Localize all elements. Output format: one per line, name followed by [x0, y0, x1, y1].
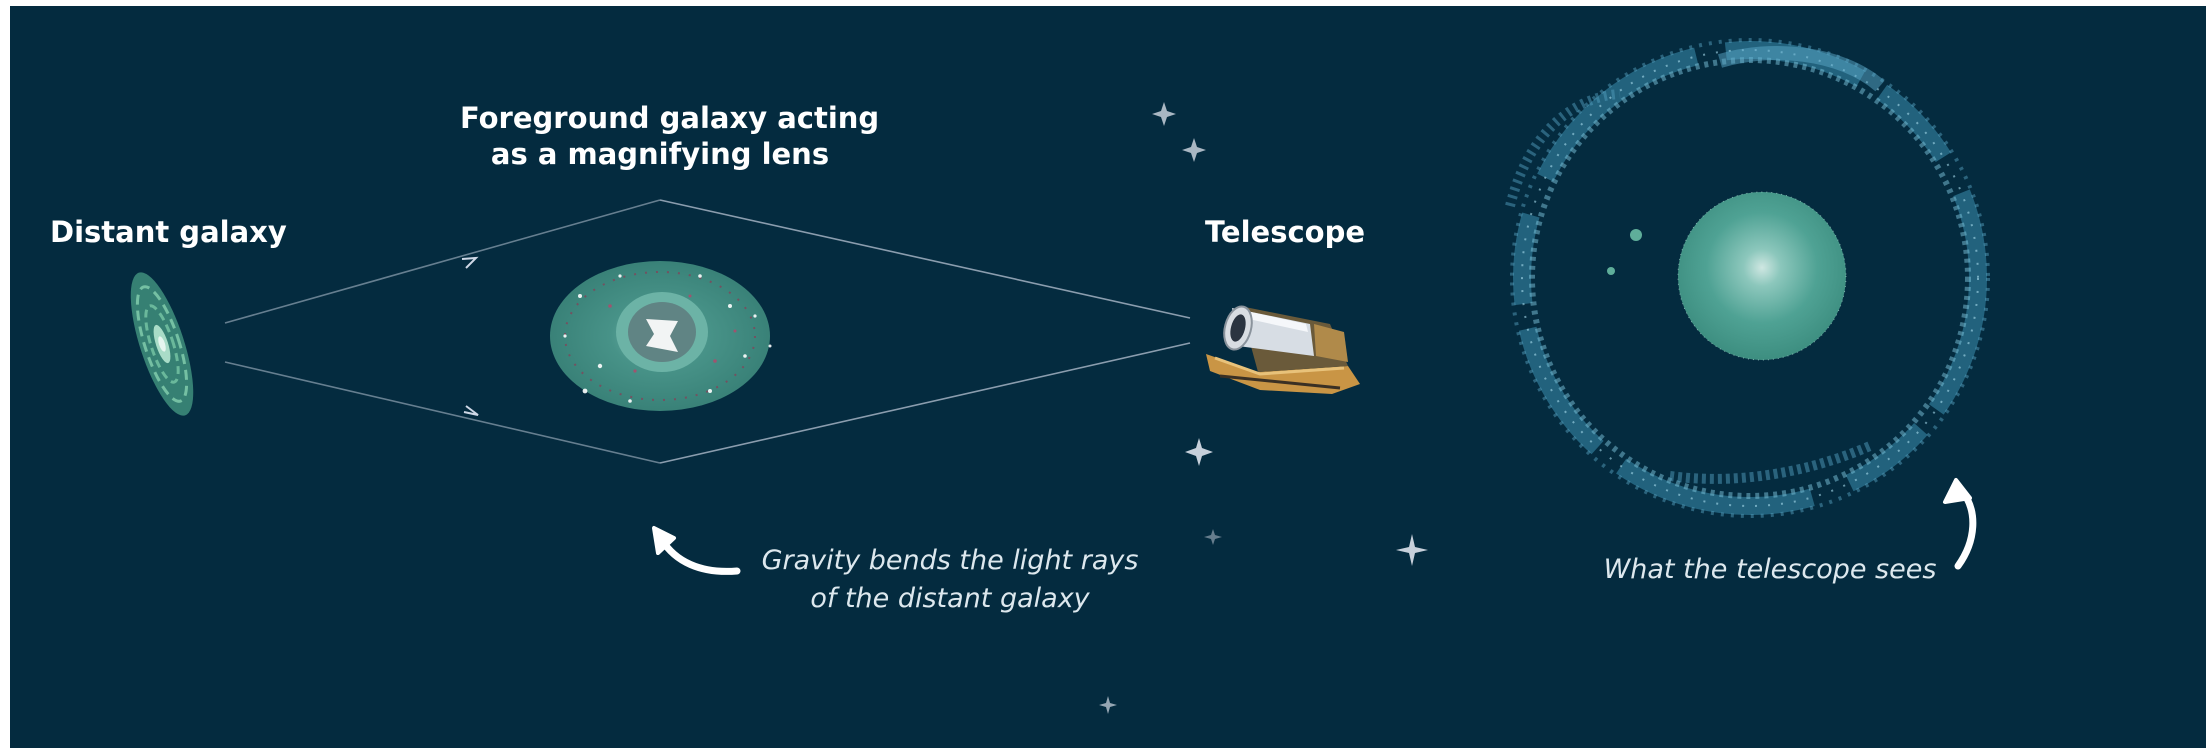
lens-label-line1: Foreground galaxy acting	[460, 101, 880, 135]
star-sparkle-icon	[1182, 138, 1206, 162]
star-sparkle-icon	[1185, 438, 1213, 466]
lens-label: Foreground galaxy acting as a magnifying…	[460, 100, 880, 172]
ray-lower-incoming	[224, 361, 661, 464]
star-sparkle-icon	[1099, 696, 1117, 714]
star-sparkle-icon	[1396, 534, 1428, 566]
curved-arrow-icon	[1943, 478, 1972, 504]
ray-arrow-lower	[463, 405, 479, 416]
lens-label-line2: as a magnifying lens	[490, 137, 830, 171]
telescope-sees-caption: What the telescope sees	[1603, 554, 1937, 585]
telescope-label: Telescope	[1205, 215, 1366, 249]
distant-galaxy-label: Distant galaxy	[50, 215, 287, 249]
spiral-galaxy-icon	[130, 272, 194, 416]
star-sparkles	[1099, 102, 1428, 714]
telescope-icon	[1206, 305, 1360, 394]
light-rays	[224, 199, 1191, 464]
lens-galaxy-icon	[550, 261, 772, 411]
einstein-ring-icon	[1505, 38, 1990, 518]
star-sparkle-icon	[1204, 529, 1222, 545]
diagram-canvas: Distant galaxy Foreground galaxy acting …	[10, 6, 2206, 748]
curved-arrow-icon	[1954, 487, 1977, 570]
ray-upper-incoming	[224, 199, 661, 324]
curved-arrow-icon	[652, 526, 676, 555]
diagram-graphics	[130, 38, 1990, 714]
ray-lower-outgoing	[659, 342, 1191, 464]
gravity-caption-line1: Gravity bends the light rays	[761, 545, 1139, 576]
ray-upper-outgoing	[659, 199, 1191, 319]
star-sparkle-icon	[1152, 102, 1176, 126]
gravity-caption: Gravity bends the light rays of the dist…	[750, 542, 1150, 618]
gravity-caption-line2: of the distant galaxy	[810, 583, 1090, 614]
curved-arrow-icon	[658, 536, 741, 575]
ray-arrow-upper	[461, 256, 479, 269]
